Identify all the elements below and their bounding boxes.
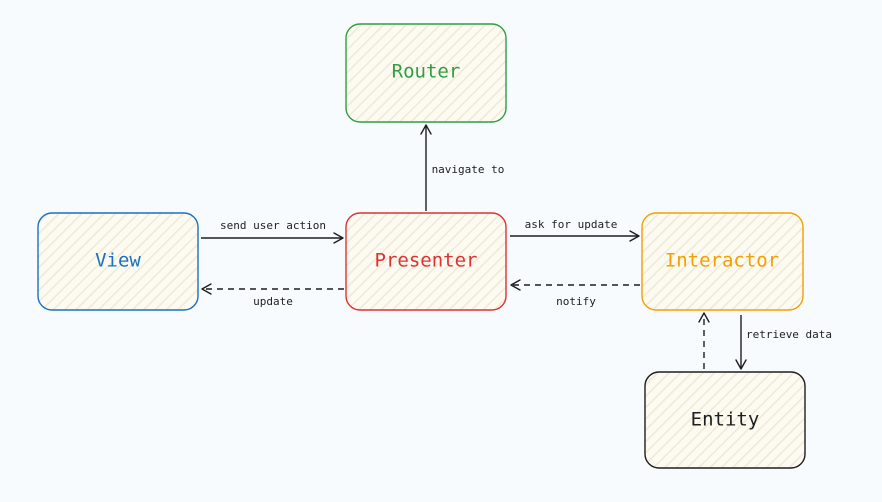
router-label: Router: [392, 61, 461, 83]
retrieve-label: retrieve data: [746, 328, 832, 341]
edge-navigate-to: navigate to: [420, 124, 505, 211]
update-label: update: [253, 295, 293, 308]
router-node[interactable]: Router: [345, 23, 507, 123]
edge-update: update: [201, 283, 344, 308]
view-node[interactable]: View: [37, 212, 199, 311]
interactor-box: [641, 212, 804, 311]
view-box: [37, 212, 199, 311]
interactor-node[interactable]: Interactor: [641, 212, 804, 311]
navigate-label: navigate to: [432, 163, 505, 176]
presenter-label: Presenter: [375, 250, 478, 272]
entity-label: Entity: [691, 409, 760, 431]
ask-update-label: ask for update: [525, 218, 618, 231]
edge-ask-for-update: ask for update: [510, 218, 640, 242]
interactor-label: Interactor: [665, 250, 779, 272]
send-action-label: send user action: [220, 219, 326, 232]
router-box: [345, 23, 507, 123]
edge-retrieve-data: retrieve data: [735, 315, 832, 370]
notify-label: notify: [556, 295, 596, 308]
entity-box: [644, 371, 806, 469]
entity-node[interactable]: Entity: [644, 371, 806, 469]
edge-notify: notify: [510, 279, 640, 308]
presenter-box: [345, 212, 507, 311]
edge-send-user-action: send user action: [201, 219, 344, 244]
view-label: View: [95, 250, 141, 272]
presenter-node[interactable]: Presenter: [345, 212, 507, 311]
